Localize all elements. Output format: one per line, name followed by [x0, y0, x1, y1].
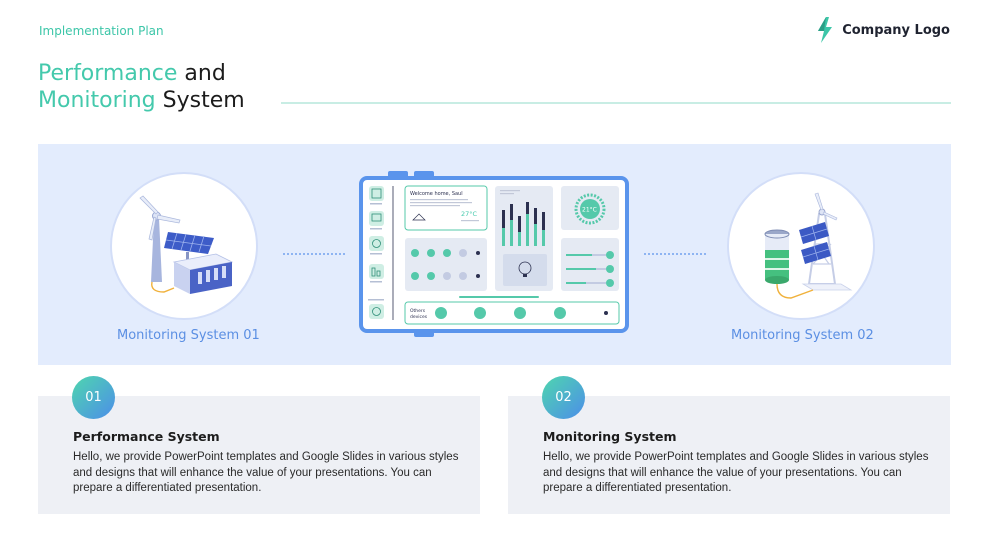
card-body-02: Hello, we provide PowerPoint templates a…	[543, 451, 929, 494]
title-rest-1: and	[177, 61, 226, 86]
section-label: Implementation Plan	[39, 24, 164, 38]
number-badge-02: 02	[542, 376, 585, 419]
logo-text: Company Logo	[842, 22, 950, 38]
connector-right	[644, 253, 706, 255]
dashboard-dial-temperature: 21°C	[582, 207, 597, 214]
monitoring-system-01-label: Monitoring System 01	[117, 328, 260, 343]
monitoring-system-02-label: Monitoring System 02	[731, 328, 874, 343]
company-logo: Company Logo	[814, 16, 950, 44]
dashboard-temperature: 27°C	[461, 210, 478, 218]
page-title: Performance and Monitoring System	[38, 60, 245, 114]
number-badge-01: 01	[72, 376, 115, 419]
dashboard-devices-label: devices	[410, 314, 428, 320]
battery-solar-tower-icon	[764, 192, 853, 299]
title-rest-2: System	[155, 88, 245, 113]
card-body-01: Hello, we provide PowerPoint templates a…	[73, 451, 459, 494]
info-card-02	[508, 396, 950, 514]
title-accent-2: Monitoring	[38, 88, 156, 113]
connector-left	[283, 253, 345, 255]
dashboard-welcome: Welcome home, Saul	[410, 191, 463, 197]
info-card-01	[38, 396, 480, 514]
tablet-top-button-1	[388, 171, 408, 176]
monitoring-system-02-image	[727, 172, 875, 320]
wind-solar-battery-icon	[139, 195, 234, 294]
monitoring-system-01-image	[110, 172, 258, 320]
tablet-bottom-tab	[414, 333, 434, 337]
card-title-01: Performance System	[73, 429, 220, 444]
tablet-dashboard: Welcome home, Saul 27°C 21°C	[359, 176, 629, 333]
title-accent-1: Performance	[38, 61, 178, 86]
logo-bolt-icon	[818, 17, 833, 43]
dashboard-others-label: Others	[410, 308, 426, 314]
card-title-02: Monitoring System	[543, 429, 677, 444]
tablet-top-button-2	[414, 171, 434, 176]
dashboard-screen: Welcome home, Saul 27°C 21°C	[368, 185, 620, 325]
title-divider	[281, 102, 951, 104]
